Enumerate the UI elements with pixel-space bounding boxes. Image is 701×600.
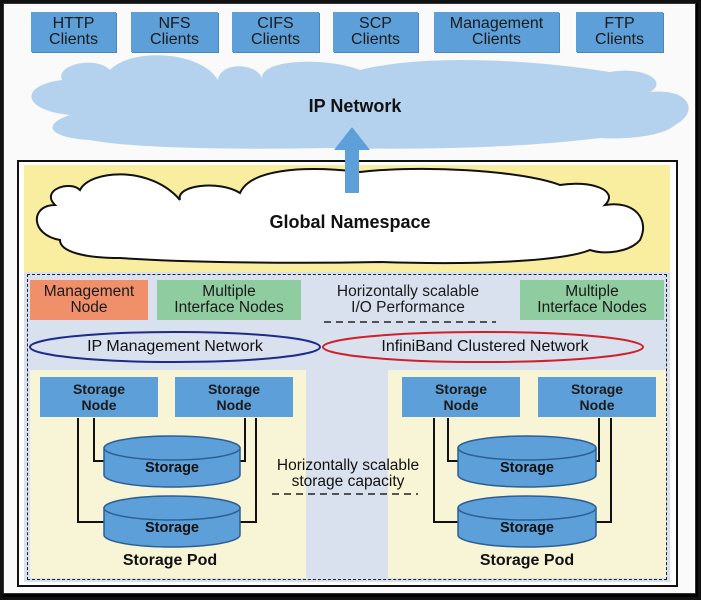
network-ellipses	[29, 331, 644, 363]
client-label: Clients	[150, 31, 199, 48]
storage-cylinder-icon	[103, 435, 597, 548]
ip-network-cloud	[31, 55, 689, 149]
storage-pod-label: Storage Pod	[479, 552, 575, 569]
node-label: Storage	[434, 381, 488, 397]
client-label: HTTP	[52, 15, 95, 32]
io-performance-note: Horizontally scalable I/O Performance	[318, 280, 498, 320]
client-label: FTP	[604, 15, 635, 32]
client-label: Clients	[49, 31, 98, 48]
storage-node: Storage Node	[538, 377, 656, 417]
io-storage-tier	[27, 274, 667, 580]
client-http: HTTP Clients	[31, 12, 116, 52]
node-label: Interface Nodes	[537, 299, 647, 316]
infiniband-ellipse	[322, 331, 644, 363]
note-label: Horizontally scalable	[276, 457, 420, 474]
storage-node: Storage Node	[40, 377, 158, 417]
ip-management-network-label: IP Management Network	[87, 338, 263, 355]
storage-label: Storage	[500, 460, 554, 476]
client-label: Clients	[351, 31, 400, 48]
global-namespace-label: Global Namespace	[269, 212, 431, 232]
node-label: Management	[43, 283, 135, 300]
interface-nodes-right: Multiple Interface Nodes	[520, 280, 664, 320]
node-label: Storage	[72, 381, 126, 397]
node-label: Node	[443, 397, 479, 413]
node-label: Node	[70, 299, 108, 316]
client-ftp: FTP Clients	[576, 12, 663, 52]
node-label: Storage	[570, 381, 624, 397]
io-note-dash	[324, 321, 496, 323]
node-label: Node	[81, 397, 117, 413]
client-scp: SCP Clients	[333, 12, 418, 52]
node-label: Multiple	[565, 283, 619, 300]
note-label: storage capacity	[291, 473, 405, 490]
client-label: Clients	[595, 31, 644, 48]
client-label: NFS	[158, 15, 191, 32]
client-label: Management	[449, 15, 544, 32]
note-label: Horizontally scalable	[336, 283, 480, 300]
storage-capacity-note: Horizontally scalable storage capacity	[258, 458, 438, 490]
ip-management-ellipse	[29, 331, 321, 363]
arrow-up-icon	[334, 127, 370, 193]
node-label: Storage	[207, 381, 261, 397]
client-cifs: CIFS Clients	[232, 12, 319, 52]
storage-label: Storage	[500, 520, 554, 536]
storage-label: Storage	[145, 460, 199, 476]
management-node: Management Node	[30, 280, 148, 320]
client-label: SCP	[359, 15, 392, 32]
client-management: Management Clients	[434, 12, 559, 52]
note-label: I/O Performance	[351, 299, 465, 316]
client-label: Clients	[472, 31, 521, 48]
client-label: CIFS	[257, 15, 294, 32]
storage-label: Storage	[145, 520, 199, 536]
interface-nodes-left: Multiple Interface Nodes	[157, 280, 301, 320]
node-label: Multiple	[202, 283, 256, 300]
ip-network-label: IP Network	[308, 96, 402, 116]
client-nfs: NFS Clients	[131, 12, 218, 52]
client-label: Clients	[251, 31, 300, 48]
storage-pod-label: Storage Pod	[122, 552, 218, 569]
storage-note-dash	[272, 493, 418, 495]
storage-node: Storage Node	[175, 377, 293, 417]
infiniband-network-label: InfiniBand Clustered Network	[381, 338, 589, 355]
global-namespace-cloud	[35, 167, 645, 265]
storage-node: Storage Node	[402, 377, 520, 417]
node-label: Node	[579, 397, 615, 413]
node-label: Interface Nodes	[174, 299, 284, 316]
node-label: Node	[216, 397, 252, 413]
